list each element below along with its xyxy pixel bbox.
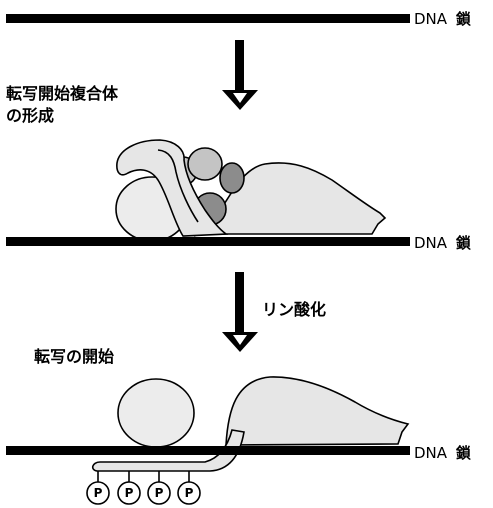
- arrow-down-1: [222, 40, 258, 110]
- dna-label-top-latin: DNA: [414, 10, 448, 28]
- dna-strand-top: [6, 14, 410, 23]
- dna-label-middle-kanji: 鎖: [456, 234, 472, 252]
- dna-strand-bottom: [6, 446, 410, 455]
- arrow-down-2: [222, 272, 258, 352]
- phosphate-group-3: P: [148, 471, 170, 504]
- polymerase-body-elongating: [226, 377, 408, 445]
- dna-label-middle-latin: DNA: [414, 234, 448, 252]
- complex-subunit-dark: [220, 163, 244, 193]
- dna-strand-middle: [6, 237, 410, 246]
- phosphate-group-1: P: [87, 471, 109, 504]
- phosphate-label-4: P: [185, 486, 194, 500]
- phosphate-label-3: P: [155, 486, 164, 500]
- released-large-subunit: [118, 379, 194, 447]
- dna-label-top-kanji: 鎖: [456, 10, 472, 28]
- phosphorylation-label: リン酸化: [262, 300, 326, 319]
- dna-label-bottom: DNA 鎖: [414, 444, 472, 462]
- transcription-initiation-complex: [116, 140, 385, 241]
- phosphate-label-1: P: [94, 486, 103, 500]
- dna-label-bottom-latin: DNA: [414, 444, 448, 462]
- phosphate-group-4: P: [178, 471, 200, 504]
- dna-label-middle: DNA 鎖: [414, 234, 472, 252]
- transcription-start-complex: [93, 377, 408, 471]
- complex-subunit-mid-top: [188, 148, 222, 180]
- dna-label-bottom-kanji: 鎖: [456, 444, 472, 462]
- dna-label-top: DNA 鎖: [414, 10, 472, 28]
- phosphate-group-2: P: [118, 471, 140, 504]
- phosphate-label-2: P: [125, 486, 134, 500]
- stage2-title: 転写の開始: [34, 347, 114, 366]
- stage1-title-line1: 転写開始複合体: [6, 84, 119, 103]
- stage1-title-line2: の形成: [6, 106, 54, 125]
